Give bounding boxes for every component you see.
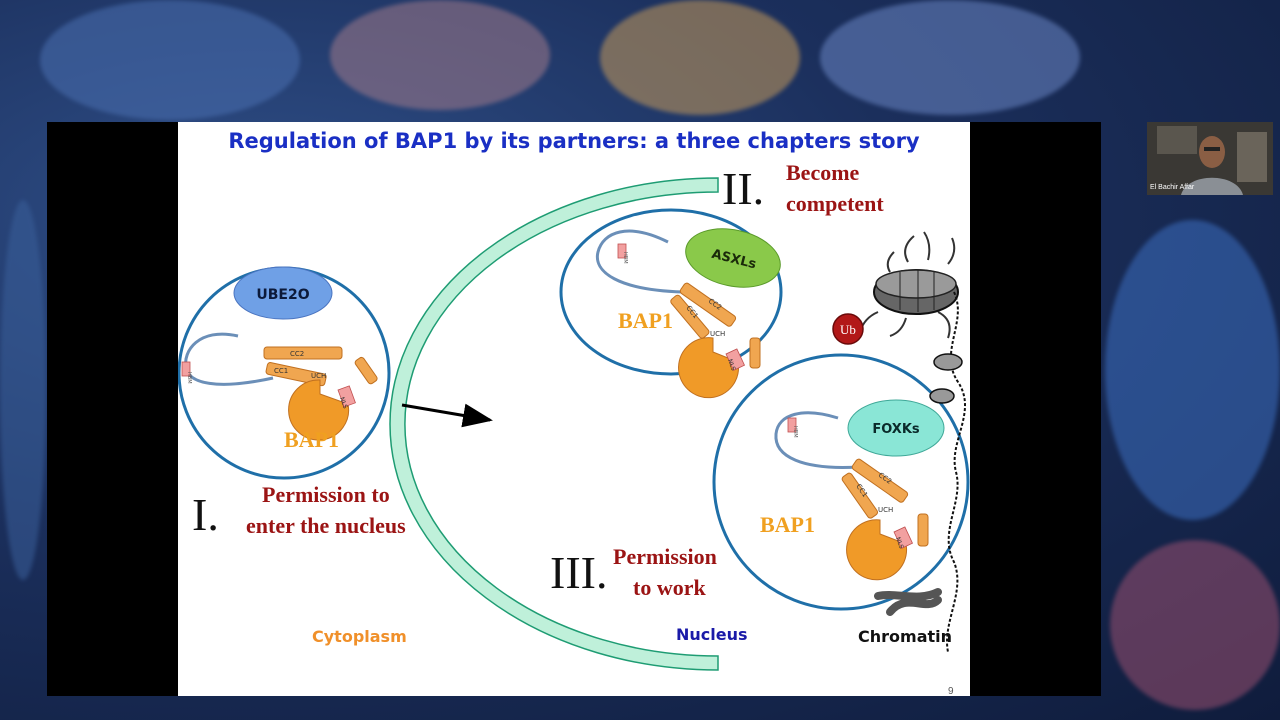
bap1-label-3: BAP1 (760, 512, 815, 537)
uch-label-3: UCH (878, 506, 893, 514)
nucleus-label: Nucleus (676, 625, 748, 644)
nls-label-2: NLS (726, 358, 737, 372)
cytoplasm-label: Cytoplasm (312, 627, 407, 646)
foxks-label: FOXKs (872, 422, 920, 437)
ube2o-partner (233, 266, 333, 320)
chapter3-line2: to work (633, 575, 706, 600)
chapter1-line2: enter the nucleus (246, 513, 406, 538)
bap1-label-1: BAP1 (284, 427, 339, 452)
chapter3-complex: FOXKs HBM CC2 CC1 UCH NLS BAP1 (712, 353, 970, 611)
chromatin-label: Chromatin (858, 627, 952, 646)
chapter2-line1: Become (786, 160, 860, 185)
chapter2-line2: competent (786, 191, 884, 216)
chapter1-line1: Permission to (262, 482, 390, 507)
participant-video-tile[interactable]: El Bachir Affar (1147, 122, 1273, 195)
participant-name: El Bachir Affar (1150, 184, 1195, 191)
hbm-label-2: HBM (622, 252, 628, 264)
nuclear-envelope (389, 177, 719, 671)
chapter1-numeral: I. (192, 489, 219, 540)
chapter3-line1: Permission (613, 544, 717, 569)
slide-title: Regulation of BAP1 by its partners: a th… (228, 129, 920, 153)
chapter2-numeral: II. (722, 163, 764, 214)
import-arrow (401, 403, 493, 428)
presentation-slide: Regulation of BAP1 by its partners: a th… (178, 122, 970, 696)
nls-label-1: NLS (338, 396, 349, 410)
foxks-partner (847, 399, 945, 457)
participant-video-feed (1147, 122, 1273, 195)
uch-label-2: UCH (710, 330, 725, 338)
cc1-label-1: CC1 (274, 367, 288, 375)
nucleosome-illustration (859, 231, 966, 653)
chapter2-complex: ASXLs HBM CC2 CC1 UCH NLS BAP1 (559, 208, 783, 399)
ub-label: Ub (840, 322, 856, 337)
cc2-label-1: CC2 (290, 350, 304, 358)
nls-label-3: NLS (894, 536, 905, 550)
uch-label-1: UCH (311, 372, 326, 380)
chapter3-numeral: III. (550, 547, 607, 598)
hbm-label-1: HBM (186, 372, 192, 384)
ube2o-label: UBE2O (256, 287, 309, 303)
ubiquitin-marker (832, 313, 864, 345)
chapter1-complex: UBE2O HBM CC2 CC1 UCH NLS BAP1 (178, 266, 391, 480)
asxls-partner (685, 228, 781, 288)
slide-page-number: 9 (948, 686, 954, 697)
hbm-label-3: HBM (792, 426, 798, 438)
bap1-label-2: BAP1 (618, 308, 673, 333)
